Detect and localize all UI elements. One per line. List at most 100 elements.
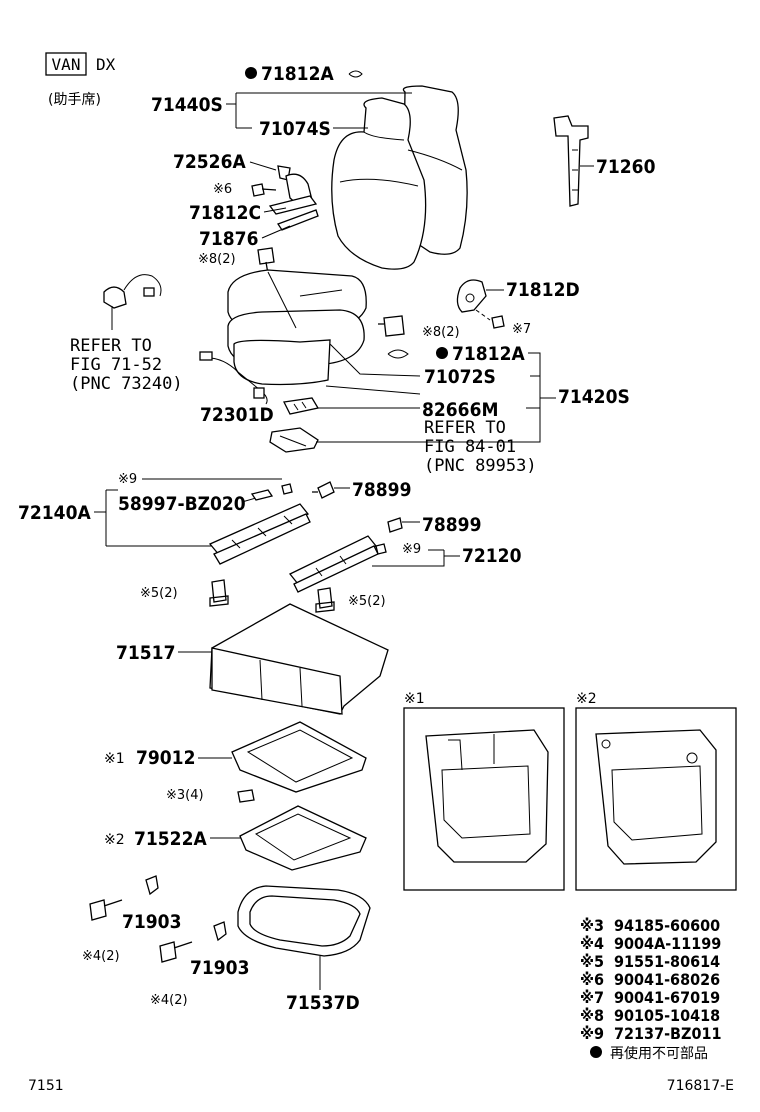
bolt-icon-78899a xyxy=(312,481,335,499)
seat-frame-1-icon xyxy=(231,721,367,793)
part-71440S: 71440S xyxy=(151,94,223,116)
legend: ※3 94185-60600 ※4 9004A-11199 ※5 91551-8… xyxy=(580,916,722,1043)
bolt-icon-8b xyxy=(378,315,405,337)
note-9-b: ※9 xyxy=(402,542,421,557)
part-71260: 71260 xyxy=(596,156,656,178)
refer-1-line-2: FIG 71-52 xyxy=(70,355,162,375)
part-71812C: 71812C xyxy=(189,202,261,224)
cushion-pad-icon xyxy=(209,603,389,715)
legend-code-7: 90041-67019 xyxy=(614,988,720,1007)
note-3-4: ※3(4) xyxy=(166,788,204,803)
part-71072S: 71072S xyxy=(424,366,496,388)
part-71903-b: 71903 xyxy=(190,957,249,979)
seat-back-cover xyxy=(331,85,468,270)
part-71812D: 71812D xyxy=(506,279,580,301)
note-5-2-b: ※5(2) xyxy=(348,594,386,609)
refer-1-line-1: REFER TO xyxy=(70,336,152,356)
note-1: ※1 xyxy=(104,751,125,767)
non-reusable-marker-1 xyxy=(245,67,257,79)
seat-track-right-icon xyxy=(288,535,379,593)
seat-track-left-icon xyxy=(208,503,311,565)
part-82666M: 82666M xyxy=(422,399,498,421)
note-2: ※2 xyxy=(104,832,125,848)
part-78899-a: 78899 xyxy=(352,479,411,501)
part-71074S: 71074S xyxy=(259,118,331,140)
retainer-icon-b xyxy=(213,921,227,942)
refer-2-line-3: (PNC 89953) xyxy=(424,456,537,476)
nut-icon-3 xyxy=(237,789,255,803)
legend-mark-6: ※6 xyxy=(580,970,604,989)
clip-icon-9a xyxy=(281,483,293,495)
part-71517: 71517 xyxy=(116,642,175,664)
legend-code-8: 90105-10418 xyxy=(614,1006,720,1025)
headrest-support-icon xyxy=(553,115,589,207)
legend-mark-4: ※4 xyxy=(580,934,604,953)
part-72301D: 72301D xyxy=(200,404,274,426)
bolt-icon-5b xyxy=(315,587,335,613)
connector-icon xyxy=(283,397,320,415)
part-71876: 71876 xyxy=(199,228,258,250)
note-5-2-a: ※5(2) xyxy=(140,586,178,601)
bolt-icon-78899b xyxy=(387,517,403,533)
legend-code-9: 72137-BZ011 xyxy=(614,1024,722,1043)
inset-1-label: ※1 xyxy=(404,691,425,707)
seat-frame-2-icon xyxy=(239,805,367,871)
part-72140A: 72140A xyxy=(18,502,91,524)
part-58997: 58997-BZ020 xyxy=(118,493,246,515)
note-4-2-a: ※4(2) xyxy=(82,949,120,964)
part-71537D: 71537D xyxy=(286,992,360,1014)
legend-code-6: 90041-68026 xyxy=(614,970,720,989)
inset-2-frame-drawing xyxy=(595,729,717,865)
legend-mark-5: ※5 xyxy=(580,952,604,971)
legend-code-4: 9004A-11199 xyxy=(614,934,721,953)
note-8-2-b: ※8(2) xyxy=(422,325,460,340)
van-badge: VAN xyxy=(52,55,81,74)
illustration-number: 716817-E xyxy=(667,1078,734,1094)
inset-2-frame xyxy=(575,707,737,891)
figure-number: 7151 xyxy=(28,1078,64,1094)
position-note: (助手席) xyxy=(48,92,101,108)
legend-mark-3: ※3 xyxy=(580,916,604,935)
inset-2-label: ※2 xyxy=(576,691,597,707)
clip-icon-9b xyxy=(375,543,387,555)
refer-1-line-3: (PNC 73240) xyxy=(70,374,183,394)
screw-icon-6 xyxy=(251,183,277,197)
inset-1-frame-drawing xyxy=(425,729,549,863)
lever-icon xyxy=(250,489,274,501)
non-reusable-legend-marker xyxy=(590,1046,602,1058)
retainer-icon-a xyxy=(145,875,159,896)
part-78899-b: 78899 xyxy=(422,514,481,536)
note-6: ※6 xyxy=(213,182,232,197)
ring-clip-icon xyxy=(348,70,363,78)
part-79012: 79012 xyxy=(136,747,195,769)
hinge-cover-right-icon xyxy=(456,279,487,313)
legend-mark-7: ※7 xyxy=(580,988,604,1007)
note-8-2-a: ※8(2) xyxy=(198,252,236,267)
note-9-a: ※9 xyxy=(118,472,137,487)
non-reusable-marker-2 xyxy=(436,347,448,359)
switch-module-icon xyxy=(269,427,319,453)
part-72526A: 72526A xyxy=(173,151,246,173)
grade-label: DX xyxy=(96,55,116,74)
note-7: ※7 xyxy=(512,322,531,337)
part-72120: 72120 xyxy=(462,545,522,567)
bolt-icon-4a xyxy=(89,899,123,921)
seat-seal-icon xyxy=(237,885,371,957)
footnote: 再使用不可部品 xyxy=(610,1045,708,1062)
note-4-2-b: ※4(2) xyxy=(150,993,188,1008)
van-badge-box xyxy=(45,52,87,76)
part-71812A-mid: 71812A xyxy=(452,343,525,365)
inset-1-frame xyxy=(403,707,565,891)
legend-mark-9: ※9 xyxy=(580,1024,604,1043)
refer-2-line-2: FIG 84-01 xyxy=(424,437,516,457)
ring-clip-icon-2 xyxy=(387,349,409,359)
part-71812A-top: 71812A xyxy=(261,63,334,85)
part-71903-a: 71903 xyxy=(122,911,181,933)
part-71420S: 71420S xyxy=(558,386,630,408)
seat-heater-wire-icon xyxy=(103,274,162,309)
legend-mark-8: ※8 xyxy=(580,1006,604,1025)
seat-cushion-cover xyxy=(227,269,367,386)
screw-icon-7 xyxy=(491,315,505,329)
